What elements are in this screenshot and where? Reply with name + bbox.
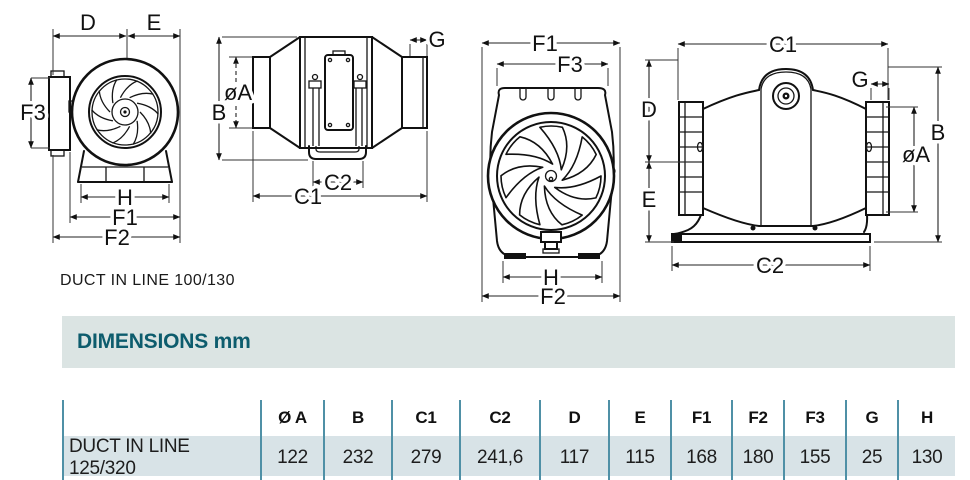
- dim-label-c2: C2: [324, 170, 352, 195]
- dim-label-b: B: [212, 100, 227, 125]
- drawing-caption: DUCT IN LINE 100/130: [60, 272, 235, 289]
- value-f3: 155: [783, 436, 845, 480]
- column-header-f1: F1: [670, 400, 731, 436]
- table-header-row: Ø A B C1 C2 D E F1 F2 F3 G H: [62, 400, 955, 436]
- dim-label-h: H: [543, 265, 559, 290]
- column-header-b: B: [323, 400, 391, 436]
- view-centrifugal-side: D E F3 H F1 F2: [17, 7, 181, 254]
- dim-label-h: H: [117, 185, 133, 210]
- value-g: 25: [845, 436, 897, 480]
- dim-label-g: G: [851, 67, 868, 92]
- column-header-empty: [62, 400, 260, 436]
- dim-label-f1: F1: [532, 31, 558, 56]
- value-b: 232: [323, 436, 391, 480]
- table-row: DUCT IN LINE 125/320 122 232 279 241,6 1…: [62, 436, 955, 480]
- dim-label-b: B: [931, 120, 946, 145]
- value-f2: 180: [731, 436, 783, 480]
- column-header-f3: F3: [783, 400, 845, 436]
- column-header-c1: C1: [391, 400, 459, 436]
- view-inline-side-large: C1 G B øA D E C2: [638, 29, 949, 282]
- dim-label-f2: F2: [104, 225, 130, 250]
- value-c2: 241,6: [459, 436, 539, 480]
- dim-label-f1: F1: [112, 205, 138, 230]
- dim-label-d: D: [80, 10, 96, 35]
- dim-label-dia-a: øA: [902, 142, 930, 167]
- column-header-dia-a: Ø A: [260, 400, 323, 436]
- value-dia-a: 122: [260, 436, 323, 480]
- value-e: 115: [608, 436, 670, 480]
- column-header-d: D: [539, 400, 608, 436]
- dimensions-table: Ø A B C1 C2 D E F1 F2 F3 G H DUCT IN LIN…: [62, 400, 955, 480]
- dim-label-e: E: [642, 187, 657, 212]
- blower-impeller-blades: [91, 79, 159, 145]
- dim-label-e: E: [147, 10, 162, 35]
- dim-label-dia-a: øA: [224, 80, 252, 105]
- axial-impeller-blades: [500, 125, 602, 226]
- column-header-c2: C2: [459, 400, 539, 436]
- value-h: 130: [897, 436, 955, 480]
- section-title: DIMENSIONS mm: [77, 330, 251, 353]
- dim-label-c1: C1: [294, 184, 322, 209]
- dim-label-f3: F3: [20, 100, 46, 125]
- section-header: DIMENSIONS mm: [62, 316, 955, 368]
- row-label: DUCT IN LINE 125/320: [62, 436, 260, 480]
- column-header-e: E: [608, 400, 670, 436]
- value-c1: 279: [391, 436, 459, 480]
- column-header-f2: F2: [731, 400, 783, 436]
- dim-label-g: G: [428, 27, 445, 52]
- dim-label-d: D: [641, 97, 657, 122]
- column-header-g: G: [845, 400, 897, 436]
- view-inline-front: F1 F3 H F2: [481, 28, 621, 313]
- value-d: 117: [539, 436, 608, 480]
- view-inline-side-small: B øA G C2 C1: [208, 24, 449, 213]
- dim-label-c2: C2: [756, 253, 784, 278]
- dim-label-f3: F3: [557, 52, 583, 77]
- dim-label-f2: F2: [540, 284, 566, 309]
- column-header-h: H: [897, 400, 955, 436]
- dim-label-c1: C1: [769, 32, 797, 57]
- value-f1: 168: [670, 436, 731, 480]
- technical-drawing: D E F3 H F1 F2: [17, 7, 949, 313]
